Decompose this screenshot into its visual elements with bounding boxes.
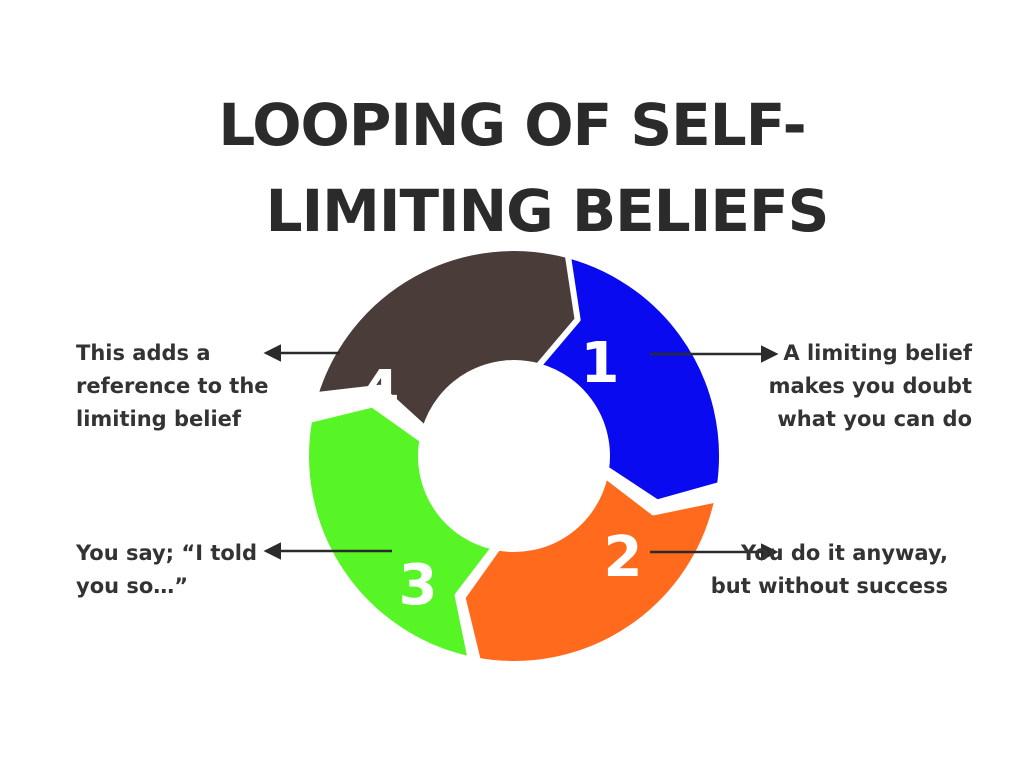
title-line-2: LIMITING BELIEFS <box>265 177 830 245</box>
cycle-ring <box>303 245 725 667</box>
segment-2 <box>459 472 721 667</box>
segment-4 <box>312 245 581 432</box>
step-number-4: 4 <box>361 359 400 424</box>
step-number-3: 3 <box>399 553 438 618</box>
step-number-2: 2 <box>604 525 643 590</box>
diagram-title: LOOPING OF SELF- LIMITING BELIEFS <box>0 82 1024 254</box>
step-1-caption: A limiting belief makes you doubt what y… <box>768 341 972 431</box>
step-4-caption: This adds a reference to the limiting be… <box>76 341 269 431</box>
step-2-caption: You do it anyway, but without success <box>710 541 948 598</box>
step-number-1: 1 <box>581 331 620 396</box>
step-3-caption: You say; “I told you so…” <box>76 541 258 598</box>
segment-3 <box>303 401 498 663</box>
title-line-1: LOOPING OF SELF- <box>218 91 806 159</box>
